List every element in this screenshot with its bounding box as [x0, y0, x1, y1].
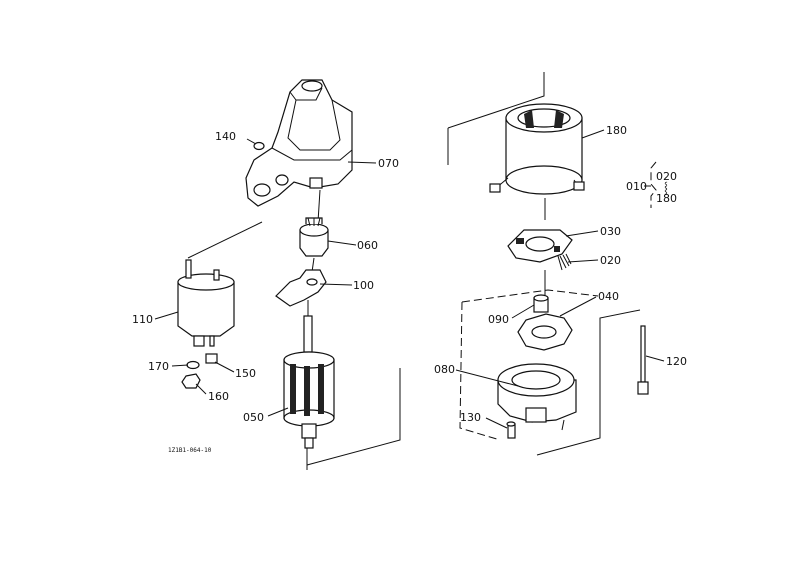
through-bolt-120: [637, 325, 649, 395]
nut-160: [181, 373, 201, 389]
label-030: 030: [600, 225, 621, 238]
housing-boundary-dash: [459, 289, 599, 441]
end-frame-080: [497, 363, 577, 431]
label-range-end: 180: [656, 192, 677, 205]
pinion-060: [299, 217, 329, 257]
label-160: 160: [208, 390, 229, 403]
label-110: 110: [132, 313, 153, 326]
washer-170: [186, 360, 200, 370]
shift-lever-100: [275, 269, 327, 307]
bushing-090: [533, 294, 549, 313]
spring-020: [557, 253, 572, 271]
plate-040: [517, 313, 573, 351]
label-100: 100: [353, 279, 374, 292]
label-150: 150: [235, 367, 256, 380]
label-070: 070: [378, 157, 399, 170]
label-140: 140: [215, 130, 236, 143]
brush-holder-030: [507, 229, 573, 263]
label-range-separator: ⸾: [664, 181, 668, 195]
label-050: 050: [243, 411, 264, 424]
label-090: 090: [488, 313, 509, 326]
label-120: 120: [666, 355, 687, 368]
label-020: 020: [600, 254, 621, 267]
drawing-code: 1Z1B1-064-10: [168, 447, 212, 454]
label-060: 060: [357, 239, 378, 252]
washer-140: [253, 141, 265, 151]
nut-150: [205, 353, 218, 364]
assembly-lines: [187, 72, 641, 470]
yoke-180: [489, 103, 585, 195]
label-130: 130: [460, 411, 481, 424]
label-080: 080: [434, 363, 455, 376]
label-170: 170: [148, 360, 169, 373]
bolt-130: [506, 421, 516, 439]
label-040: 040: [598, 290, 619, 303]
label-180: 180: [606, 124, 627, 137]
armature-050: [283, 315, 335, 449]
range-bracket: [650, 161, 657, 208]
label-range-start: 020: [656, 170, 677, 183]
leader-lines: [154, 129, 665, 429]
drive-housing-070: [245, 79, 353, 207]
solenoid-110: [177, 259, 235, 347]
label-010: 010: [626, 180, 647, 193]
